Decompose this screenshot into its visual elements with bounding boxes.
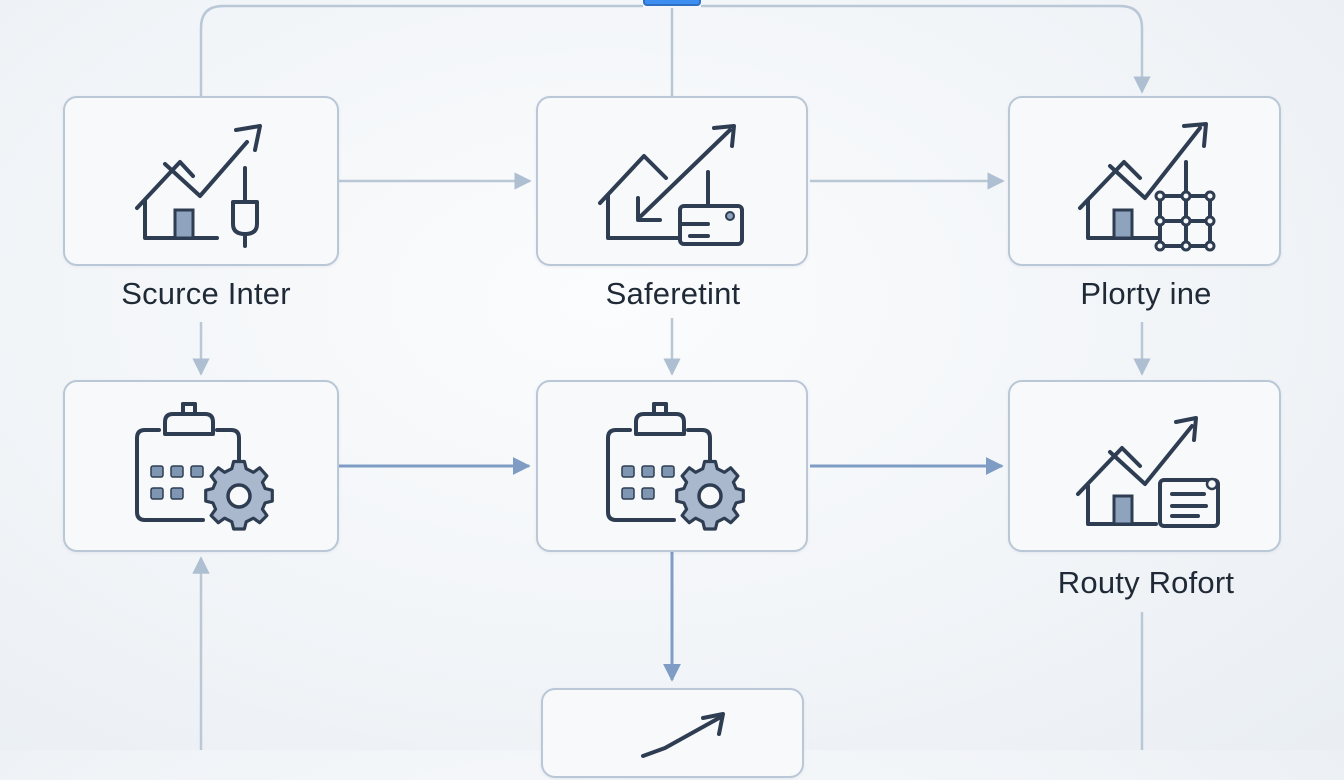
loop-top-right bbox=[701, 4, 1151, 94]
calendar-gear-icon bbox=[135, 402, 274, 531]
node-label-source-inter: Scurce Inter bbox=[121, 276, 291, 311]
node-label-plorty-ine: Plorty ine bbox=[1080, 276, 1212, 311]
top-connector-handle[interactable] bbox=[643, 0, 701, 6]
node-schedule-1[interactable] bbox=[63, 380, 339, 552]
trend-arrow-icon bbox=[641, 712, 725, 758]
node-safercint[interactable] bbox=[536, 96, 808, 266]
calendar-gear-icon bbox=[606, 402, 745, 531]
house-trend-card-icon bbox=[598, 124, 744, 246]
node-schedule-2[interactable] bbox=[536, 380, 808, 552]
node-plorty-ine[interactable] bbox=[1008, 96, 1281, 266]
connector-lines bbox=[192, 4, 1151, 750]
node-routy-rofort[interactable] bbox=[1008, 380, 1281, 552]
house-trend-document-icon bbox=[1076, 416, 1220, 528]
node-source-inter[interactable] bbox=[63, 96, 339, 266]
house-trend-plug-icon bbox=[135, 124, 262, 248]
house-trend-grid-icon bbox=[1078, 122, 1216, 252]
node-bottom[interactable] bbox=[541, 688, 804, 778]
node-label-routy-rofort: Routy Rofort bbox=[1057, 565, 1235, 600]
loop-top-left bbox=[199, 4, 643, 96]
node-label-safercint: Saferetint bbox=[605, 276, 741, 311]
